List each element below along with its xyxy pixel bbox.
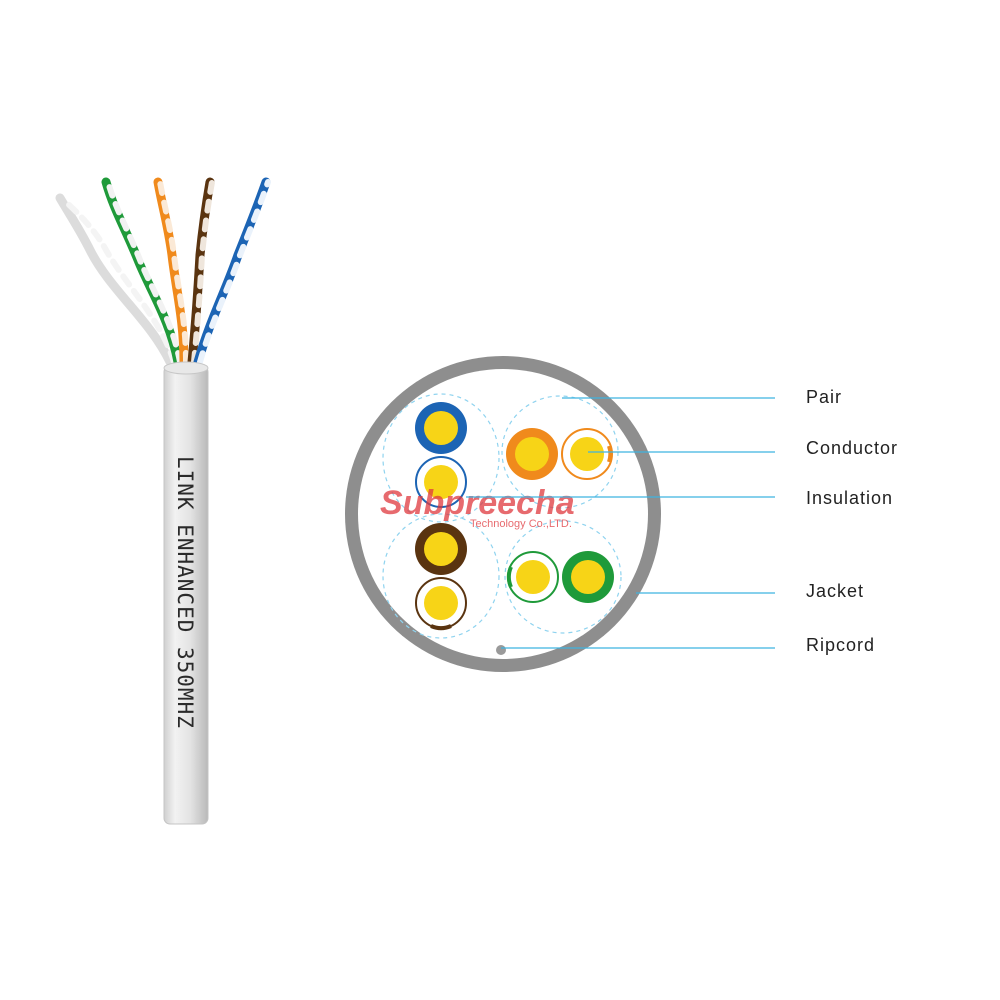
conductor-green-white bbox=[516, 560, 550, 594]
conductor-green bbox=[571, 560, 605, 594]
pair-outline-blue bbox=[382, 393, 500, 523]
cable-print-text: LINK ENHANCED 350MHZ bbox=[173, 456, 197, 729]
watermark-sub-text: Technology Co.,LTD. bbox=[470, 518, 572, 530]
watermark: Subpreecha Technology Co.,LTD. bbox=[380, 484, 575, 530]
insulation-green-stripe bbox=[506, 566, 513, 588]
insulation-brown-stripe bbox=[430, 624, 452, 631]
label-ripcord: Ripcord bbox=[806, 635, 875, 655]
label-conductor: Conductor bbox=[806, 438, 898, 458]
pair-blue bbox=[415, 402, 467, 508]
conductor-brown bbox=[424, 532, 458, 566]
wire-white-strand-2 bbox=[63, 199, 177, 365]
cable-cross-section bbox=[345, 356, 661, 672]
ripcord-dot bbox=[496, 645, 506, 655]
pair-green bbox=[506, 551, 614, 603]
pair-brown bbox=[415, 523, 467, 631]
twisted-pairs bbox=[55, 177, 271, 367]
pair-outline-brown bbox=[382, 513, 500, 639]
callout-lines bbox=[466, 397, 775, 649]
label-pair: Pair bbox=[806, 387, 842, 407]
wire-blue-white-strand bbox=[197, 179, 271, 365]
pair-orange bbox=[506, 428, 613, 480]
label-jacket: Jacket bbox=[806, 581, 864, 601]
insulation-orange-stripe bbox=[607, 445, 613, 463]
wire-brown-white-strand bbox=[191, 179, 215, 365]
wire-green-white-strand bbox=[105, 179, 183, 365]
label-insulation: Insulation bbox=[806, 488, 893, 508]
wire-white-strand bbox=[55, 193, 175, 367]
pair-outline-green bbox=[504, 520, 622, 634]
wire-orange-white-strand bbox=[157, 179, 189, 365]
cable-illustration: LINK ENHANCED 350MHZ bbox=[55, 177, 271, 825]
conductor-blue-white bbox=[424, 465, 458, 499]
watermark-main-text: Subpreecha bbox=[380, 484, 575, 522]
conductor-orange bbox=[515, 437, 549, 471]
conductor-blue bbox=[424, 411, 458, 445]
cable-jacket-cut-end bbox=[163, 361, 209, 375]
conductor-brown-white bbox=[424, 586, 458, 620]
callout-labels: Pair Conductor Insulation Jacket Ripcord bbox=[806, 387, 898, 655]
conductor-orange-white bbox=[570, 437, 604, 471]
